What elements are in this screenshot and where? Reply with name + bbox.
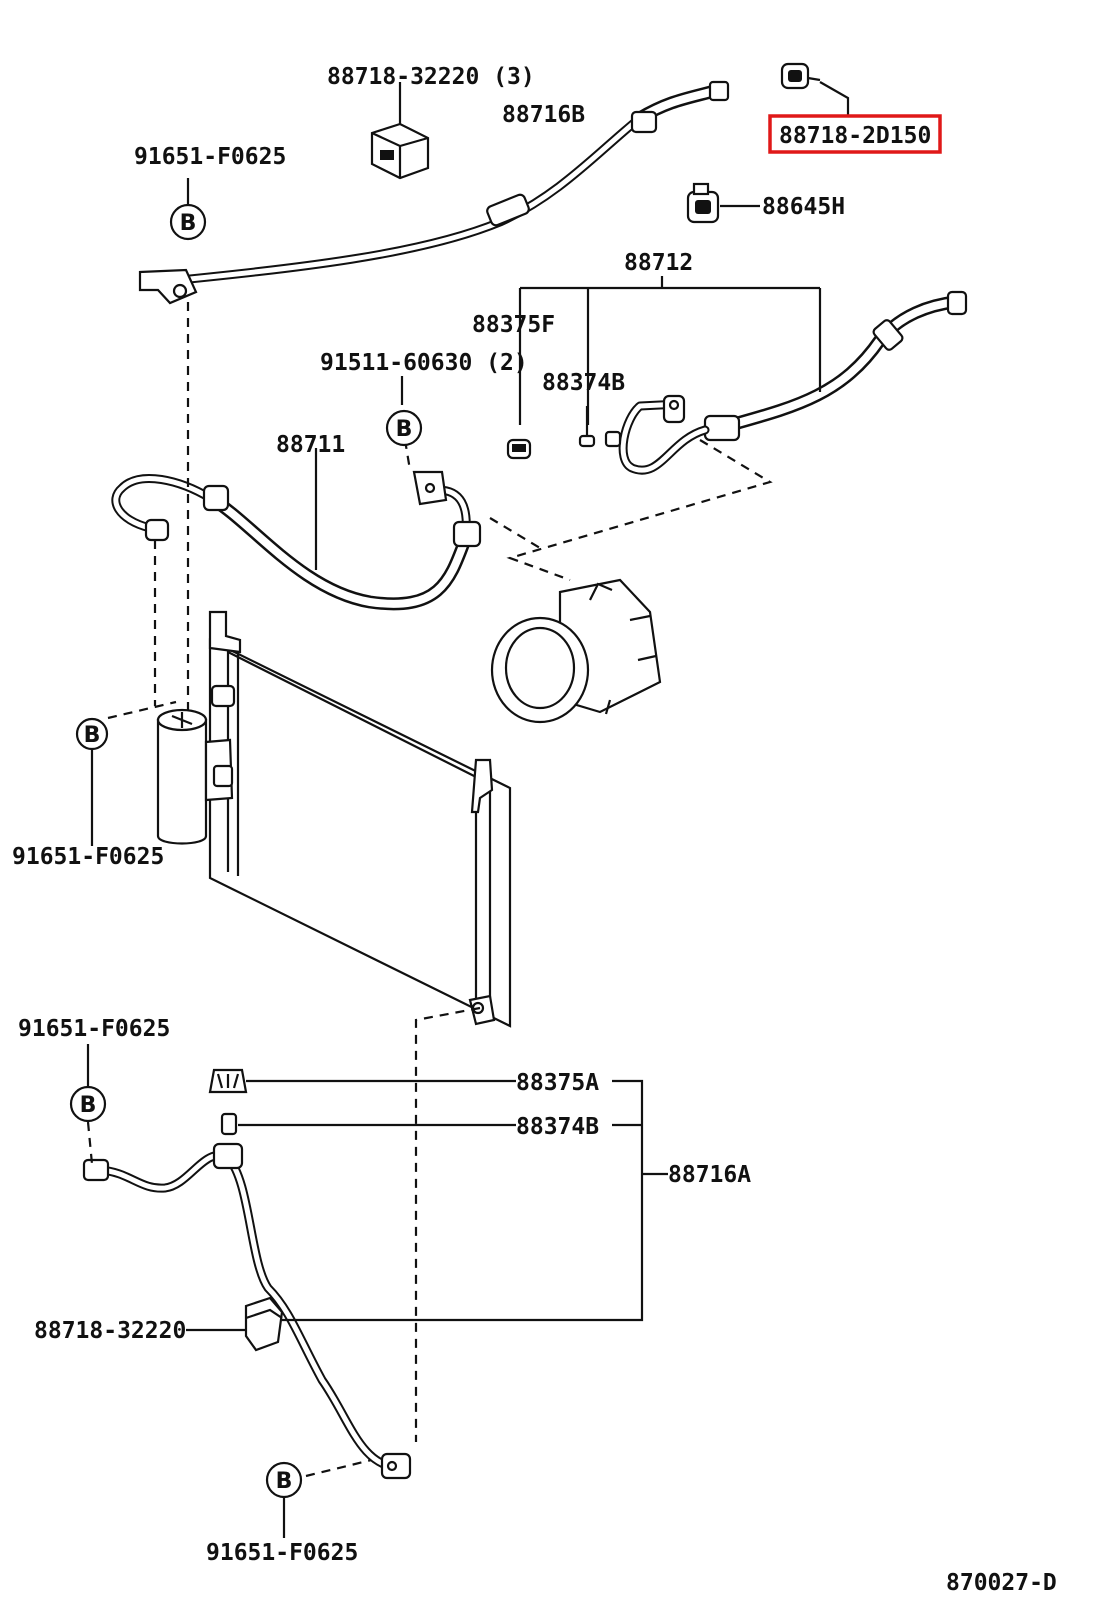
label-switch-highlight: 88718-2D150 <box>779 123 931 149</box>
label-cap-f: 88375F <box>472 312 555 338</box>
label-bolt-ml: 91651-F0625 <box>12 844 164 870</box>
bolt-marker-tl: B <box>169 178 207 241</box>
condenser-icon <box>208 610 512 1028</box>
dash-condenser-tube <box>414 1006 481 1442</box>
dash-to-compressor-2 <box>489 517 541 549</box>
bracket-88716a <box>282 1079 668 1322</box>
leader-switch <box>819 81 850 116</box>
label-bolt-mid: 91511-60630 (2) <box>320 350 528 376</box>
label-core-b: 88374B <box>542 370 625 396</box>
dash-to-compressor-1 <box>506 439 773 582</box>
label-clamp-top: 88718-32220 (3) <box>327 64 535 90</box>
valve-88645h-icon <box>686 182 720 224</box>
hose-88711 <box>111 470 482 611</box>
label-hose-assy: 88712 <box>624 250 693 276</box>
compressor-icon <box>490 578 662 724</box>
hose-88716b <box>138 80 730 305</box>
label-bolt-tl: 91651-F0625 <box>134 144 286 170</box>
bolt-marker-ml: B <box>75 717 109 846</box>
receiver-drier-icon <box>156 684 236 845</box>
label-clamp-bottom: 88718-32220 <box>34 1318 186 1344</box>
svg-text:B: B <box>80 1093 97 1118</box>
label-diagram-code: 870027-D <box>946 1570 1057 1596</box>
svg-text:B: B <box>276 1469 293 1494</box>
label-bolt-bottom: 91651-F0625 <box>206 1540 358 1566</box>
label-cap-a: 88375A <box>516 1070 599 1096</box>
label-valve: 88645H <box>762 194 845 220</box>
label-tube-a: 88716A <box>668 1162 751 1188</box>
dash-bolt-ml <box>107 700 177 720</box>
label-bolt-bl: 91651-F0625 <box>18 1016 170 1042</box>
label-core-b2: 88374B <box>516 1114 599 1140</box>
hose-88712 <box>618 290 968 475</box>
svg-text:B: B <box>396 417 413 442</box>
cap-88375f-icon <box>506 438 532 460</box>
bolt-marker-mid: B <box>385 409 423 447</box>
bolt-marker-bottom: B <box>265 1461 303 1538</box>
valve-core-88374b-icon <box>578 406 596 448</box>
fitting-small <box>604 430 622 448</box>
svg-text:B: B <box>180 211 197 236</box>
label-hose-top: 88716B <box>502 102 585 128</box>
label-discharge-hose: 88711 <box>276 432 345 458</box>
bolt-marker-bl: B <box>69 1044 107 1165</box>
clamp-bottom-icon <box>244 1296 284 1352</box>
clamp-top-icon <box>370 122 430 180</box>
cap-88375a-icon <box>208 1068 248 1094</box>
highlight-box <box>768 114 942 154</box>
pressure-switch-icon <box>780 62 821 90</box>
valve-core-88374b-bottom-icon <box>220 1112 238 1136</box>
tube-88716a <box>82 1142 412 1480</box>
bracket-88712 <box>520 276 822 425</box>
svg-text:B: B <box>84 723 101 748</box>
